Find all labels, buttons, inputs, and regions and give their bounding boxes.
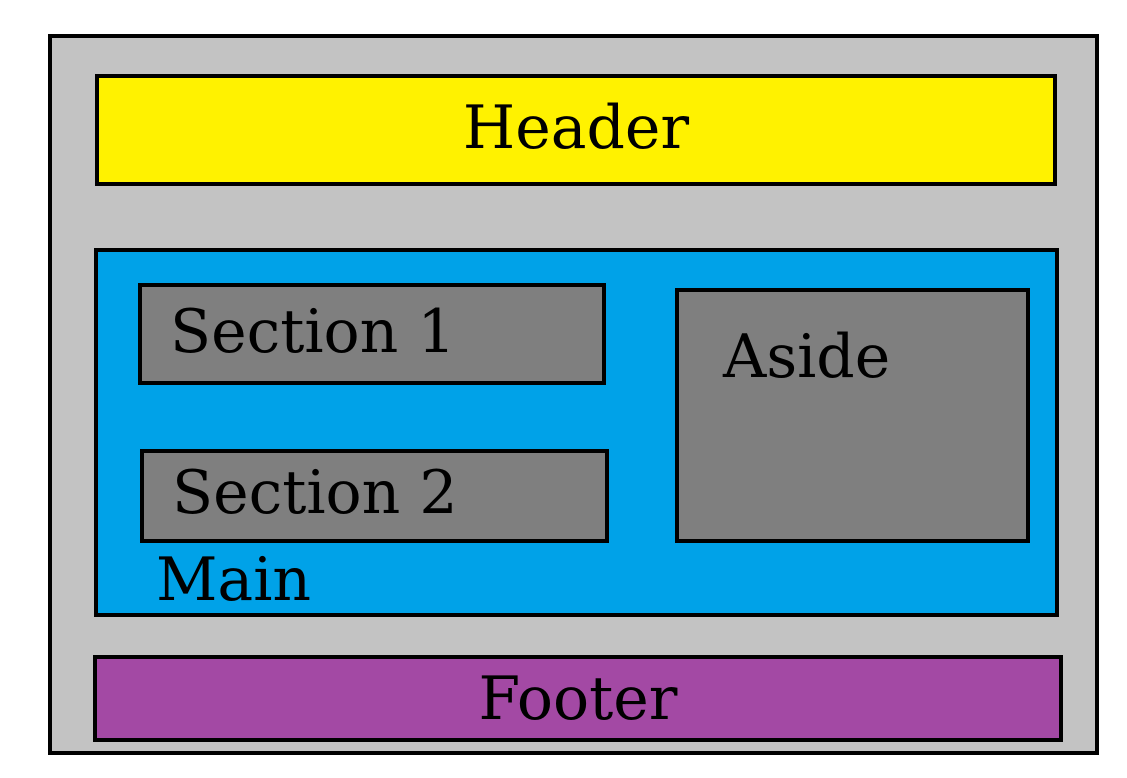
header-label: Header [462,93,690,163]
aside-box: Aside [675,288,1030,543]
section-2-label: Section 2 [172,458,458,528]
main-label: Main [156,545,312,615]
footer-label: Footer [478,664,678,734]
aside-label: Aside [723,322,891,392]
header-box: Header [95,74,1057,186]
footer-box: Footer [93,655,1063,742]
section-1-box: Section 1 [138,283,606,385]
section-1-label: Section 1 [170,297,456,367]
section-2-box: Section 2 [140,449,609,543]
